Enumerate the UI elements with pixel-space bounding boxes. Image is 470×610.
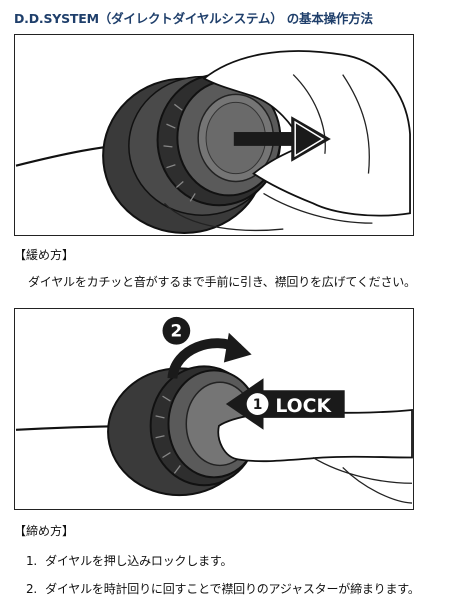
loosen-instruction: ダイヤルをカチッと音がするまで手前に引き、襟回りを広げてください。 [28, 275, 416, 289]
tighten-steps-list: 1. ダイヤルを押し込みロックします。 2. ダイヤルを時計回りに回すことで襟回りの… [26, 547, 420, 603]
page-title: D.D.SYSTEM（ダイレクトダイヤルシステム） の基本操作方法 [14, 11, 373, 26]
section-heading-tighten: 【締め方】 [14, 524, 75, 538]
step-text: ダイヤルを時計回りに回すことで襟回りのアジャスターが締まります。 [45, 582, 420, 596]
step-text: ダイヤルを押し込みロックします。 [45, 554, 233, 568]
lock-label: LOCK [275, 396, 332, 417]
figure-tighten-dial-push-rotate: 2 1 LOCK [14, 308, 414, 510]
list-item: 1. ダイヤルを押し込みロックします。 [26, 547, 420, 575]
step-2-number: 2 [171, 321, 183, 341]
step-number: 2. [26, 582, 38, 596]
arrow-right-icon [233, 116, 331, 162]
section-heading-loosen: 【緩め方】 [14, 248, 75, 262]
step-1-number: 1 [253, 397, 263, 413]
clockwise-rotate-arrow-icon [167, 332, 252, 380]
figure-loosen-dial-pull [14, 34, 414, 236]
step-1-badge: 1 [246, 393, 269, 415]
arrow-left-icon [225, 378, 345, 430]
step-number: 1. [26, 554, 38, 568]
list-item: 2. ダイヤルを時計回りに回すことで襟回りのアジャスターが締まります。 [26, 575, 420, 603]
step-2-badge: 2 [162, 316, 191, 345]
